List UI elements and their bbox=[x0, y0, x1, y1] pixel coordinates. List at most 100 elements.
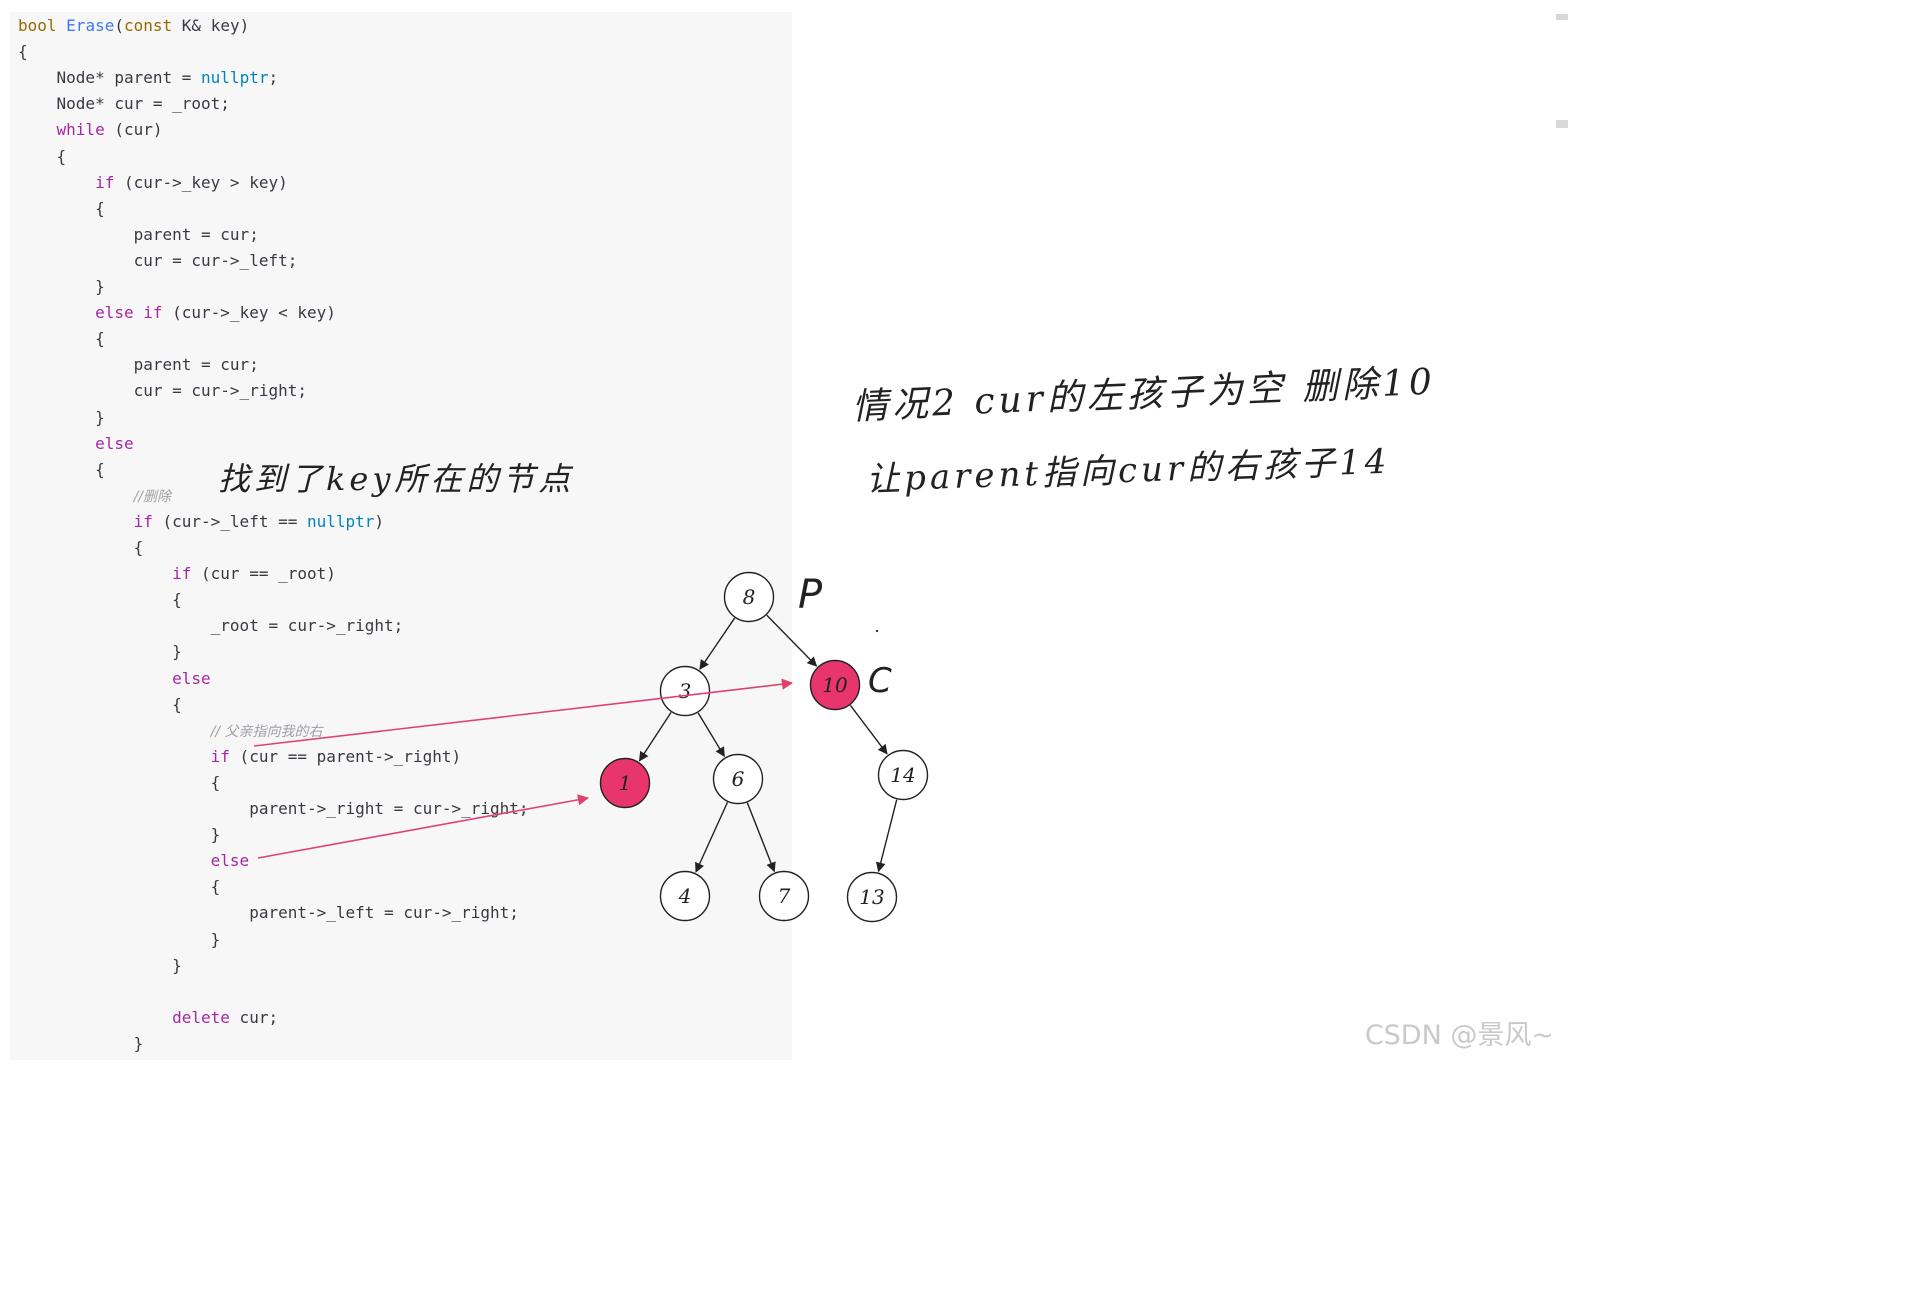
code-line: } bbox=[18, 642, 182, 662]
code-line: parent->_right = cur->_right; bbox=[18, 799, 528, 819]
code-token: K& key) bbox=[172, 16, 250, 35]
code-line: cur = cur->_left; bbox=[18, 250, 298, 271]
arrow-right-branch bbox=[253, 678, 794, 747]
tree-node-circle bbox=[877, 749, 929, 801]
label-cur: C bbox=[868, 661, 892, 701]
code-token: } bbox=[18, 407, 105, 427]
code-token: (cur == _root) bbox=[191, 564, 336, 584]
tree-node-label: 7 bbox=[778, 884, 791, 908]
tree-node-14: 14 bbox=[877, 749, 929, 801]
arrow-left-branch bbox=[257, 794, 590, 859]
code-line: } bbox=[18, 277, 105, 297]
code-token: bool bbox=[18, 16, 57, 35]
code-line: parent->_left = cur->_right; bbox=[18, 903, 519, 923]
code-token: (cur->_left == bbox=[152, 511, 307, 531]
tree-node-circle bbox=[809, 659, 861, 711]
stray-dot bbox=[875, 629, 879, 633]
code-line: //删除 bbox=[18, 486, 171, 507]
tree-node-circle bbox=[758, 870, 810, 922]
code-token: Erase bbox=[66, 16, 115, 35]
code-token: parent->_left = cur->_right; bbox=[18, 903, 519, 923]
code-line: // 父亲指向我的右 bbox=[18, 721, 323, 742]
code-token: { bbox=[18, 694, 182, 714]
code-token: cur = cur->_right; bbox=[18, 381, 307, 401]
code-panel: bool Erase(const K& key) { Node* parent =… bbox=[10, 12, 792, 1060]
corner-mark-bottom bbox=[1556, 120, 1568, 128]
code-token: { bbox=[18, 538, 144, 557]
code-token: else bbox=[172, 668, 211, 688]
code-line: { bbox=[18, 460, 105, 480]
code-token: { bbox=[18, 772, 221, 792]
code-token: ) bbox=[374, 511, 385, 531]
code-line: { bbox=[18, 538, 144, 558]
tree-node-label: 13 bbox=[859, 885, 884, 909]
code-token: } bbox=[18, 642, 182, 662]
tree-node-10: 10 bbox=[809, 659, 861, 711]
code-line: } bbox=[18, 825, 221, 845]
tree-node-circle bbox=[846, 871, 898, 923]
tree-edge bbox=[766, 614, 818, 667]
code-token: { bbox=[18, 329, 105, 349]
code-line: delete cur; bbox=[18, 1008, 278, 1028]
code-line: if (cur->_left == nullptr) bbox=[18, 512, 384, 532]
tree-node-3: 3 bbox=[659, 665, 711, 717]
tree-node-circle bbox=[659, 665, 711, 717]
tree-node-13: 13 bbox=[846, 871, 898, 923]
code-token: cur = cur->_left; bbox=[18, 250, 298, 270]
code-line: } bbox=[18, 930, 221, 950]
code-token: (cur->_key > key) bbox=[114, 172, 288, 192]
code-line: cur = cur->_right; bbox=[18, 381, 307, 401]
tree-edge bbox=[695, 801, 729, 873]
tree-edge bbox=[697, 712, 725, 758]
code-line: else if (cur->_key < key) bbox=[18, 303, 336, 323]
code-token: parent = cur; bbox=[18, 224, 259, 244]
code-token: else bbox=[210, 851, 250, 871]
code-token: ; bbox=[268, 68, 279, 88]
code-token: const bbox=[123, 16, 173, 35]
code-token: { bbox=[18, 42, 28, 62]
tree-node-4: 4 bbox=[659, 870, 711, 922]
code-line: parent = cur; bbox=[18, 355, 259, 375]
code-token: } bbox=[18, 277, 105, 296]
code-token: ( bbox=[114, 16, 124, 35]
code-line: parent = cur; bbox=[18, 225, 259, 245]
code-line: Node* cur = _root; bbox=[18, 94, 230, 114]
code-line: while (cur) bbox=[18, 120, 163, 140]
code-token: (cur == parent->_right) bbox=[229, 746, 462, 766]
tree-node-label: 4 bbox=[678, 884, 692, 908]
code-token: (cur) bbox=[104, 120, 163, 140]
code-line: } bbox=[18, 408, 105, 428]
code-line: { bbox=[18, 695, 182, 715]
code-token: else bbox=[95, 433, 134, 453]
code-token: nullptr bbox=[201, 68, 269, 88]
code-line: { bbox=[18, 772, 221, 793]
code-line: { bbox=[18, 590, 182, 610]
tree-edge bbox=[875, 799, 898, 873]
watermark: CSDN @景风~ bbox=[1364, 1020, 1554, 1051]
tree-edge bbox=[746, 802, 776, 873]
tree-node-label: 14 bbox=[890, 763, 915, 787]
tree-edge bbox=[699, 617, 736, 670]
code-token: _root = cur->_right; bbox=[18, 616, 404, 636]
code-token: delete bbox=[172, 1007, 230, 1027]
code-token: { bbox=[18, 198, 105, 218]
code-token: //删除 bbox=[133, 488, 172, 505]
tree-node-1: 1 bbox=[599, 757, 651, 809]
code-line: _root = cur->_right; bbox=[18, 616, 404, 636]
tree-node-circle bbox=[712, 753, 764, 805]
code-token: { bbox=[18, 459, 105, 479]
code-token: Node* parent = bbox=[18, 68, 202, 88]
found-node-note: 找到了key所在的节点 bbox=[218, 460, 575, 498]
code-line: else bbox=[18, 434, 134, 454]
code-token: while bbox=[56, 120, 105, 140]
tree-node-circle bbox=[599, 757, 651, 809]
tree-node-8: 8 bbox=[723, 571, 775, 623]
code-line: } bbox=[18, 1034, 144, 1054]
code-token: { bbox=[18, 146, 67, 166]
code-line: if (cur == _root) bbox=[18, 564, 336, 584]
tree-node-label: 10 bbox=[822, 673, 848, 697]
code-token: } bbox=[18, 825, 221, 845]
code-token: { bbox=[18, 590, 182, 610]
tree-edges bbox=[638, 614, 898, 873]
